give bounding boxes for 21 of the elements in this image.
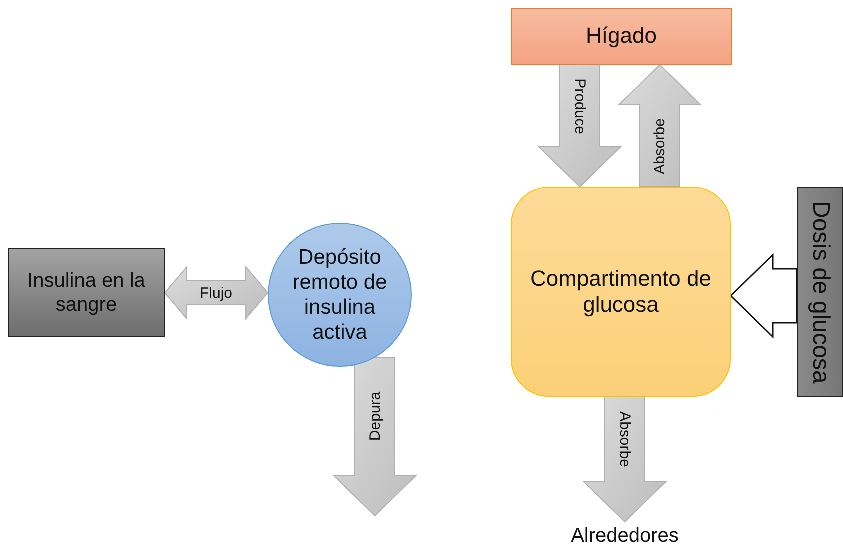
node-label: Depósito remoto de insulina activa (292, 244, 388, 346)
block-arrow (618, 64, 702, 188)
node-label: Compartimento de glucosa (530, 266, 712, 318)
glucose-dose-box (797, 187, 843, 397)
block-arrow (582, 396, 668, 523)
edge-label: Flujo (200, 284, 233, 302)
block-arrow (730, 253, 798, 339)
blood-insulin-box (8, 248, 165, 337)
liver-box (511, 8, 732, 65)
glucose-compartment-box (511, 187, 731, 397)
edge-label: Absorbe (651, 118, 668, 174)
node-label: Dosis de glucosa (806, 200, 836, 384)
node-label: Hígado (585, 23, 658, 50)
block-arrow (164, 266, 269, 320)
edge-label: Produce (571, 78, 588, 134)
block-arrow (538, 64, 622, 188)
edge-label: Absorbe (616, 412, 634, 468)
block-arrow (332, 357, 418, 517)
node-label: Insulina en la sangre (26, 268, 146, 316)
edge-label: Depura (366, 392, 384, 442)
surroundings-text: Alrededores (570, 524, 680, 548)
